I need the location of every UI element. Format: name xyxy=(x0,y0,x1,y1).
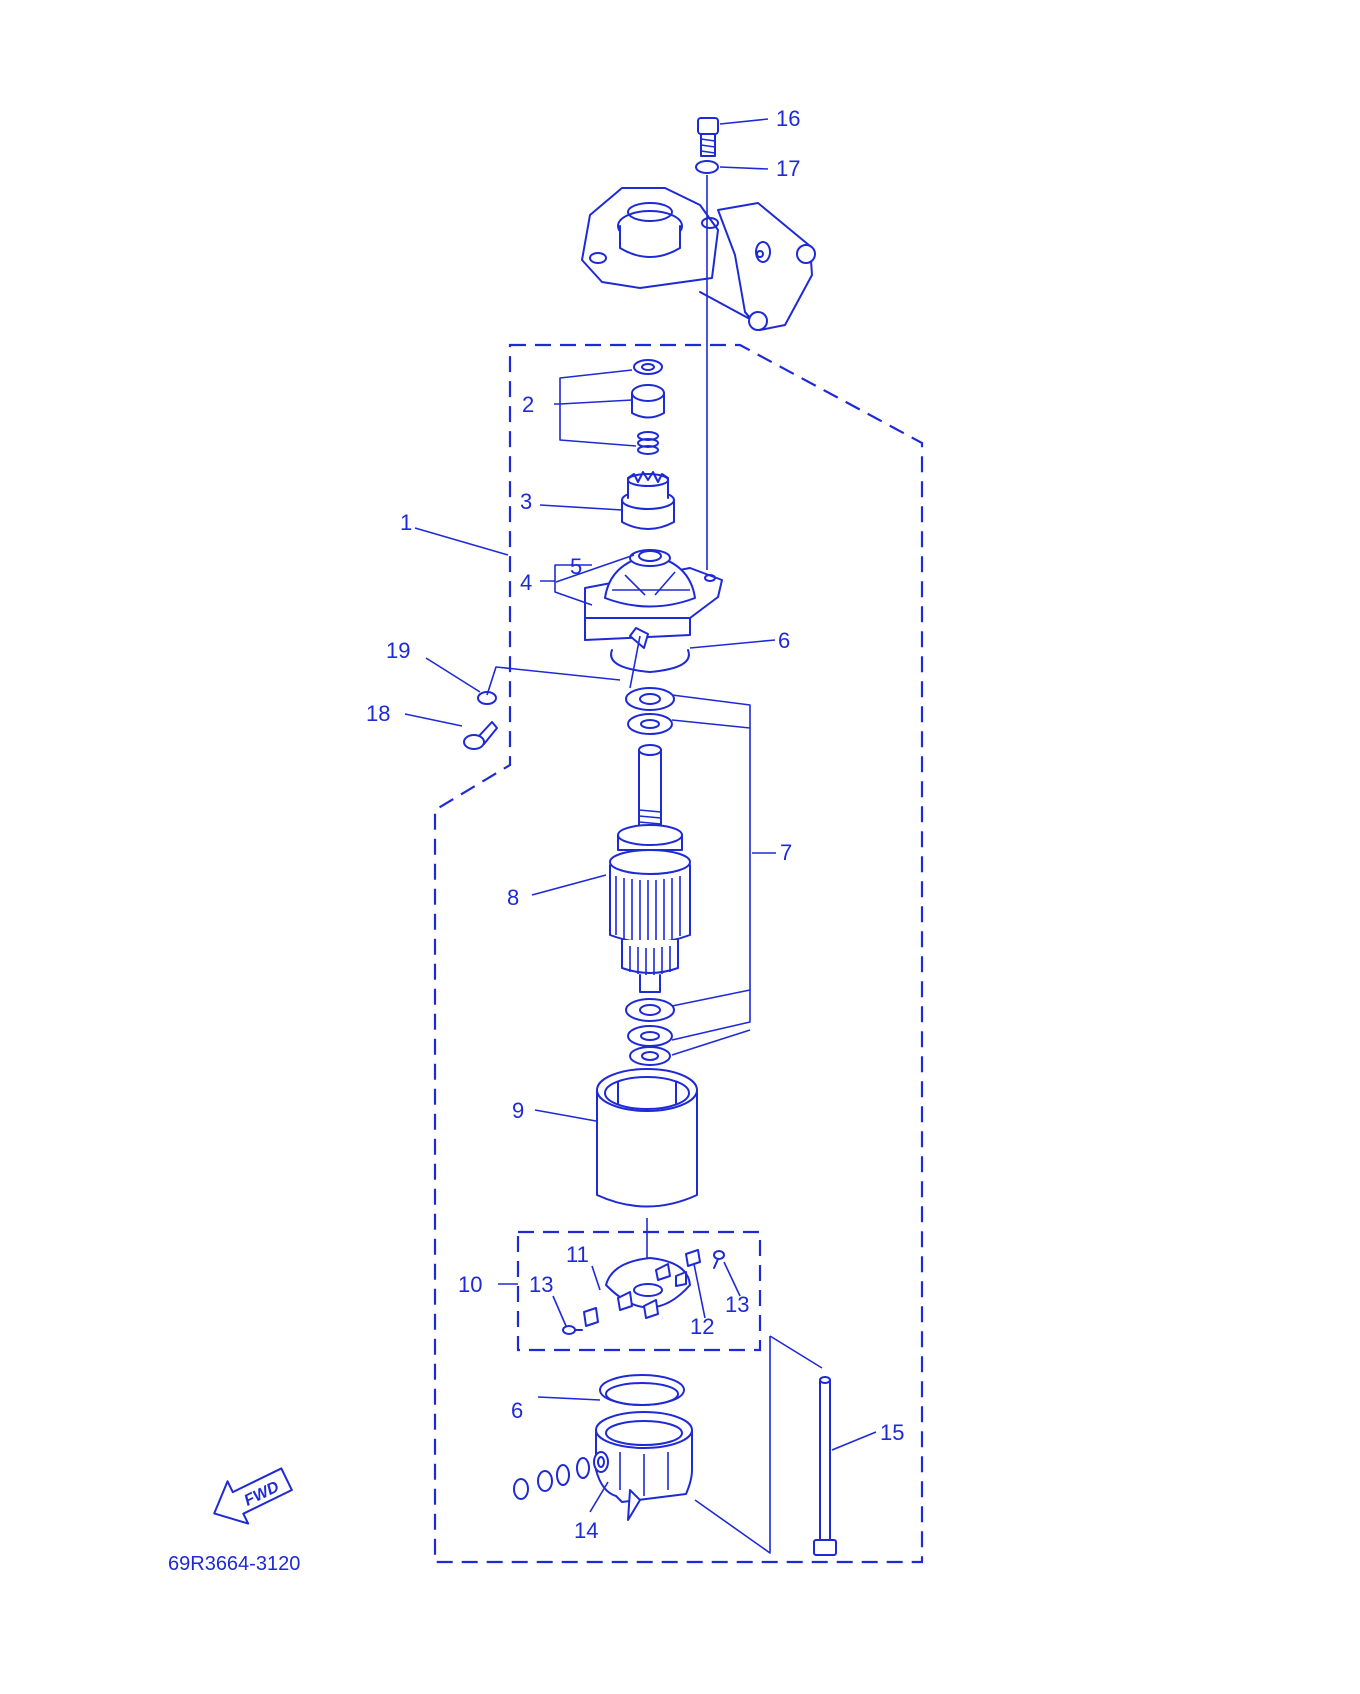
callout-1: 1 xyxy=(400,510,412,535)
part-7-leader xyxy=(671,694,751,1056)
callout-numbers: 16 17 2 3 1 5 4 6 19 18 7 8 9 11 10 13 1… xyxy=(366,106,904,1543)
part-19-washer xyxy=(477,691,497,705)
part-2-group xyxy=(631,359,665,455)
part-4-front-bracket xyxy=(584,549,723,649)
part-17-washer xyxy=(695,160,719,174)
callout-15: 15 xyxy=(880,1420,904,1445)
callout-9: 9 xyxy=(512,1098,524,1123)
part-14-nuts xyxy=(513,1451,609,1500)
part-9-yoke xyxy=(596,1068,698,1208)
part-16-bolt xyxy=(697,117,719,157)
part-13-spring-left xyxy=(562,1325,583,1335)
assembly-1-boundary xyxy=(433,343,924,1564)
callout-leaders xyxy=(404,118,877,1513)
fwd-arrow-icon: FWD xyxy=(213,1467,293,1525)
callout-13-left: 13 xyxy=(529,1272,553,1297)
callout-18: 18 xyxy=(366,701,390,726)
lead-wire-line xyxy=(486,635,641,696)
callout-16: 16 xyxy=(776,106,800,131)
part-3-pinion-gear xyxy=(621,471,675,530)
part-7-washers-upper xyxy=(625,687,675,735)
part-13-spring-right xyxy=(713,1250,725,1269)
callout-17: 17 xyxy=(776,156,800,181)
diagram-code: 69R3664-3120 xyxy=(168,1553,300,1575)
callout-6-upper: 6 xyxy=(778,628,790,653)
callout-10: 10 xyxy=(458,1272,482,1297)
callout-3: 3 xyxy=(520,489,532,514)
assembly-10-boundary xyxy=(516,1230,762,1352)
part-8-armature xyxy=(609,744,691,993)
part-7-washers-lower xyxy=(625,998,675,1066)
part-11-brush-left xyxy=(583,1307,599,1327)
callout-8: 8 xyxy=(507,885,519,910)
callout-14: 14 xyxy=(574,1518,598,1543)
top-bracket xyxy=(581,187,816,331)
callout-2: 2 xyxy=(522,392,534,417)
part-6-o-ring-lower xyxy=(599,1374,685,1406)
part-15-through-bolt xyxy=(813,1376,837,1556)
part-18-screw xyxy=(463,721,498,750)
through-bolt-leader xyxy=(694,1335,823,1554)
callout-6-lower: 6 xyxy=(511,1398,523,1423)
part-10-brush-holder xyxy=(605,1257,691,1319)
part-6-o-ring-upper xyxy=(610,649,690,673)
callout-5: 5 xyxy=(570,554,582,579)
callout-4: 4 xyxy=(520,570,532,595)
callout-13-right: 13 xyxy=(725,1292,749,1317)
callout-7: 7 xyxy=(780,840,792,865)
callout-19: 19 xyxy=(386,638,410,663)
callout-12: 12 xyxy=(690,1314,714,1339)
callout-11: 11 xyxy=(566,1242,589,1267)
part-12-brush-right xyxy=(685,1249,701,1267)
part-14-rear-cover xyxy=(595,1411,693,1521)
